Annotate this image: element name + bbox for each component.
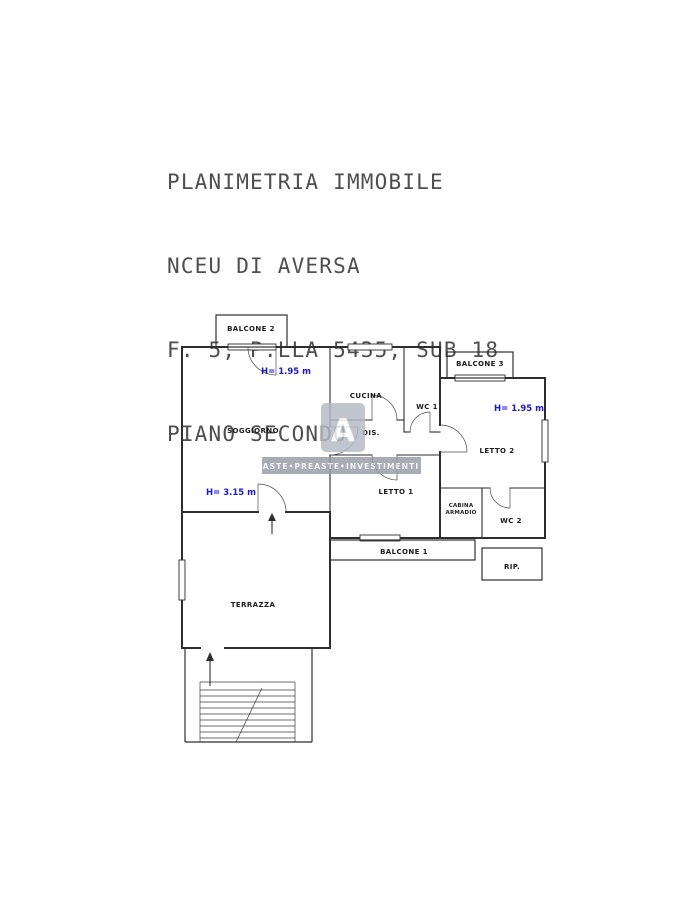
window-balcone1 (359, 534, 401, 542)
watermark-banner-text: ASTE•PREASTE•INVESTIMENTI (263, 462, 419, 471)
balcone1-outline (329, 539, 476, 561)
label-balcone3: BALCONE 3 (456, 360, 504, 368)
height-terrazza: H= 3.15 m (206, 488, 256, 498)
window-cucina (347, 343, 393, 351)
balcone3-outline (446, 351, 514, 379)
label-cabina-line1: CABINA (449, 503, 474, 509)
watermark-logo-square (321, 403, 365, 452)
stair-direction-arrow (206, 652, 214, 686)
label-terrazza: TERRAZZA (231, 601, 276, 609)
room-labels: BALCONE 2 BALCONE 3 CUCINA WC 1 SOGGIORN… (227, 325, 522, 609)
staircase (184, 648, 313, 743)
label-wc2: WC 2 (500, 517, 522, 525)
label-cucina: CUCINA (350, 392, 382, 400)
window-terrazza (178, 559, 186, 601)
height-annotations: H= 1.95 m H= 1.95 m H= 3.15 m (206, 367, 544, 498)
label-letto2: LETTO 2 (479, 447, 514, 455)
window-letto2 (541, 419, 549, 463)
label-letto1: LETTO 1 (378, 488, 413, 496)
label-wc1: WC 1 (416, 403, 438, 411)
height-soggiorno: H= 1.95 m (261, 367, 311, 377)
title-line-2: NCEU DI AVERSA (167, 254, 361, 278)
label-balcone2: BALCONE 2 (227, 325, 275, 333)
balconies (215, 314, 543, 581)
title-line-1: PLANIMETRIA IMMOBILE (167, 170, 444, 194)
label-balcone1: BALCONE 1 (380, 548, 428, 556)
balcone2-outline (215, 314, 288, 348)
height-letto2: H= 1.95 m (494, 404, 544, 414)
label-dis: DIS. (362, 429, 380, 437)
label-rip: RIP. (504, 563, 520, 571)
label-soggiorno: SOGGIORNO (227, 427, 279, 435)
watermark-logo-letter: A (331, 413, 355, 449)
label-cabina-line2: ARMADIO (446, 510, 477, 516)
walls-outer (181, 346, 546, 649)
rip-outline (481, 547, 543, 581)
terrace-door-arrow (268, 513, 276, 534)
agency-watermark: A ASTE•PREASTE•INVESTIMENTI (262, 403, 421, 474)
watermark-banner (262, 457, 421, 474)
